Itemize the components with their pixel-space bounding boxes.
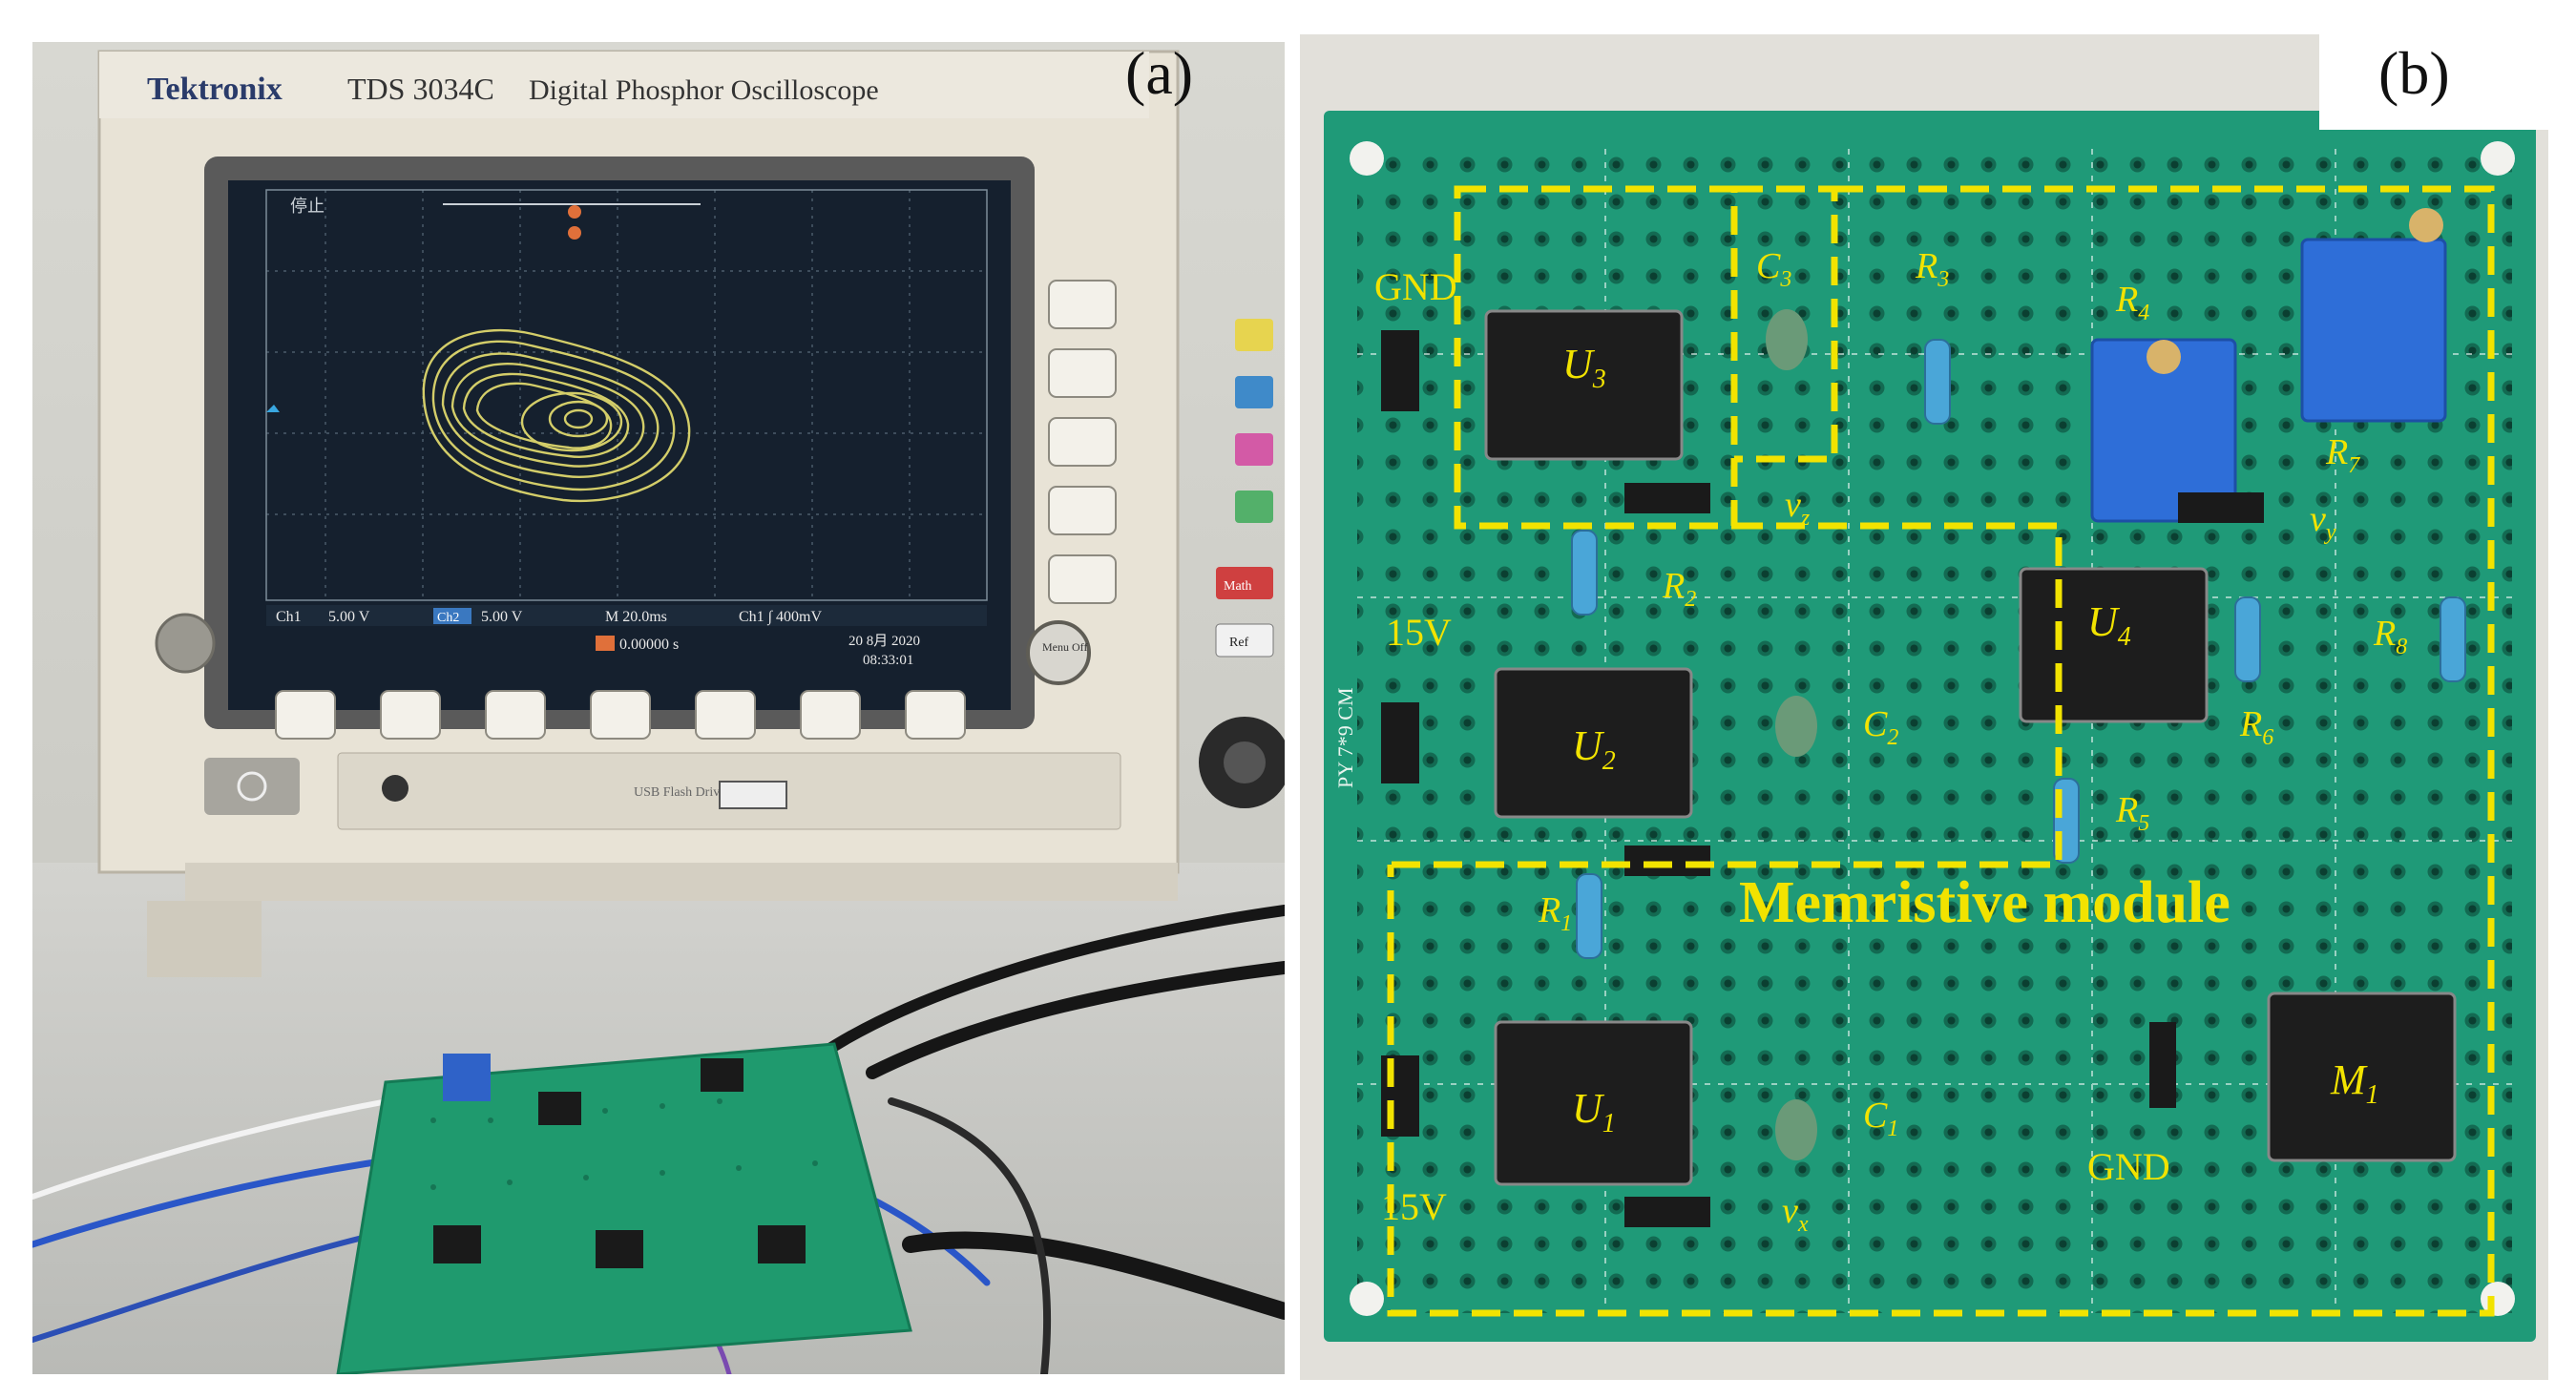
- photo-oscilloscope-panel: Tektronix TDS 3034C Digital Phosphor Osc…: [32, 42, 1285, 1374]
- label-c2: C2: [1863, 704, 1898, 750]
- label-u3: U3: [1562, 341, 1606, 394]
- scope-menu-off-label: Menu Off: [1042, 640, 1087, 654]
- panel-label-a: (a): [1125, 42, 1194, 107]
- attractor-trace: [422, 328, 691, 503]
- label-c1: C1: [1863, 1096, 1898, 1141]
- label-memristive-module: Memristive module: [1739, 870, 2230, 935]
- scope-ch1-scale: 5.00 V: [328, 609, 370, 625]
- label-u1: U1: [1572, 1085, 1616, 1138]
- label-u4: U4: [2087, 598, 2131, 652]
- scope-description: Digital Phosphor Oscilloscope: [529, 74, 879, 106]
- label-r2: R2: [1662, 566, 1696, 612]
- scope-usb-label: USB Flash Drive: [634, 785, 725, 800]
- scope-brand: Tektronix: [147, 72, 283, 107]
- scope-ch2-label: Ch2: [437, 611, 459, 625]
- scope-ch1-label: Ch1: [276, 609, 302, 625]
- photo-circuit-board-panel: PY 7*9 CM: [1300, 34, 2548, 1380]
- label-vy: vy: [2310, 499, 2336, 545]
- label-r8: R8: [2373, 614, 2407, 659]
- scope-date: 20 8月 2020: [848, 634, 920, 649]
- scope-math-button-label: Math: [1224, 579, 1252, 594]
- label-r5: R5: [2115, 790, 2149, 836]
- scope-offset: 0.00000 s: [619, 637, 679, 653]
- ic-chips: [1484, 309, 2457, 1186]
- pcb-silkscreen-size: PY 7*9 CM: [1333, 687, 1357, 788]
- label-r7: R7: [2325, 432, 2360, 478]
- scope-model: TDS 3034C: [347, 72, 494, 106]
- block-outlines: [1387, 185, 2495, 1317]
- label-vz: vz: [1785, 485, 1811, 531]
- label-r1: R1: [1538, 890, 1572, 936]
- label-c3: C3: [1756, 246, 1791, 292]
- label-r3: R3: [1915, 246, 1949, 292]
- label-r4: R4: [2115, 280, 2149, 325]
- scope-timebase: M 20.0ms: [605, 609, 667, 625]
- panel-label-background: [2319, 34, 2548, 130]
- scope-ref-button-label: Ref: [1229, 636, 1249, 650]
- scope-ch2-scale: 5.00 V: [481, 609, 523, 625]
- label-15v-top: 15V: [1386, 611, 1452, 654]
- label-15v-bottom: 15V: [1381, 1185, 1447, 1228]
- scope-status-text: 停止: [290, 197, 325, 216]
- panel-label-b: (b): [2378, 39, 2450, 107]
- label-m1: M1: [2330, 1056, 2379, 1110]
- scope-time: 08:33:01: [863, 653, 913, 668]
- label-u2: U2: [1572, 722, 1616, 776]
- label-r6: R6: [2239, 704, 2273, 750]
- label-vx: vx: [1782, 1191, 1809, 1237]
- label-gnd-top: GND: [1374, 265, 1457, 308]
- label-gnd-bottom: GND: [2087, 1145, 2170, 1188]
- oscilloscope-photo: Tektronix TDS 3034C Digital Phosphor Osc…: [32, 42, 1285, 1374]
- circuit-board-photo: PY 7*9 CM: [1300, 34, 2548, 1380]
- scope-trigger: Ch1 ∫ 400mV: [739, 609, 823, 626]
